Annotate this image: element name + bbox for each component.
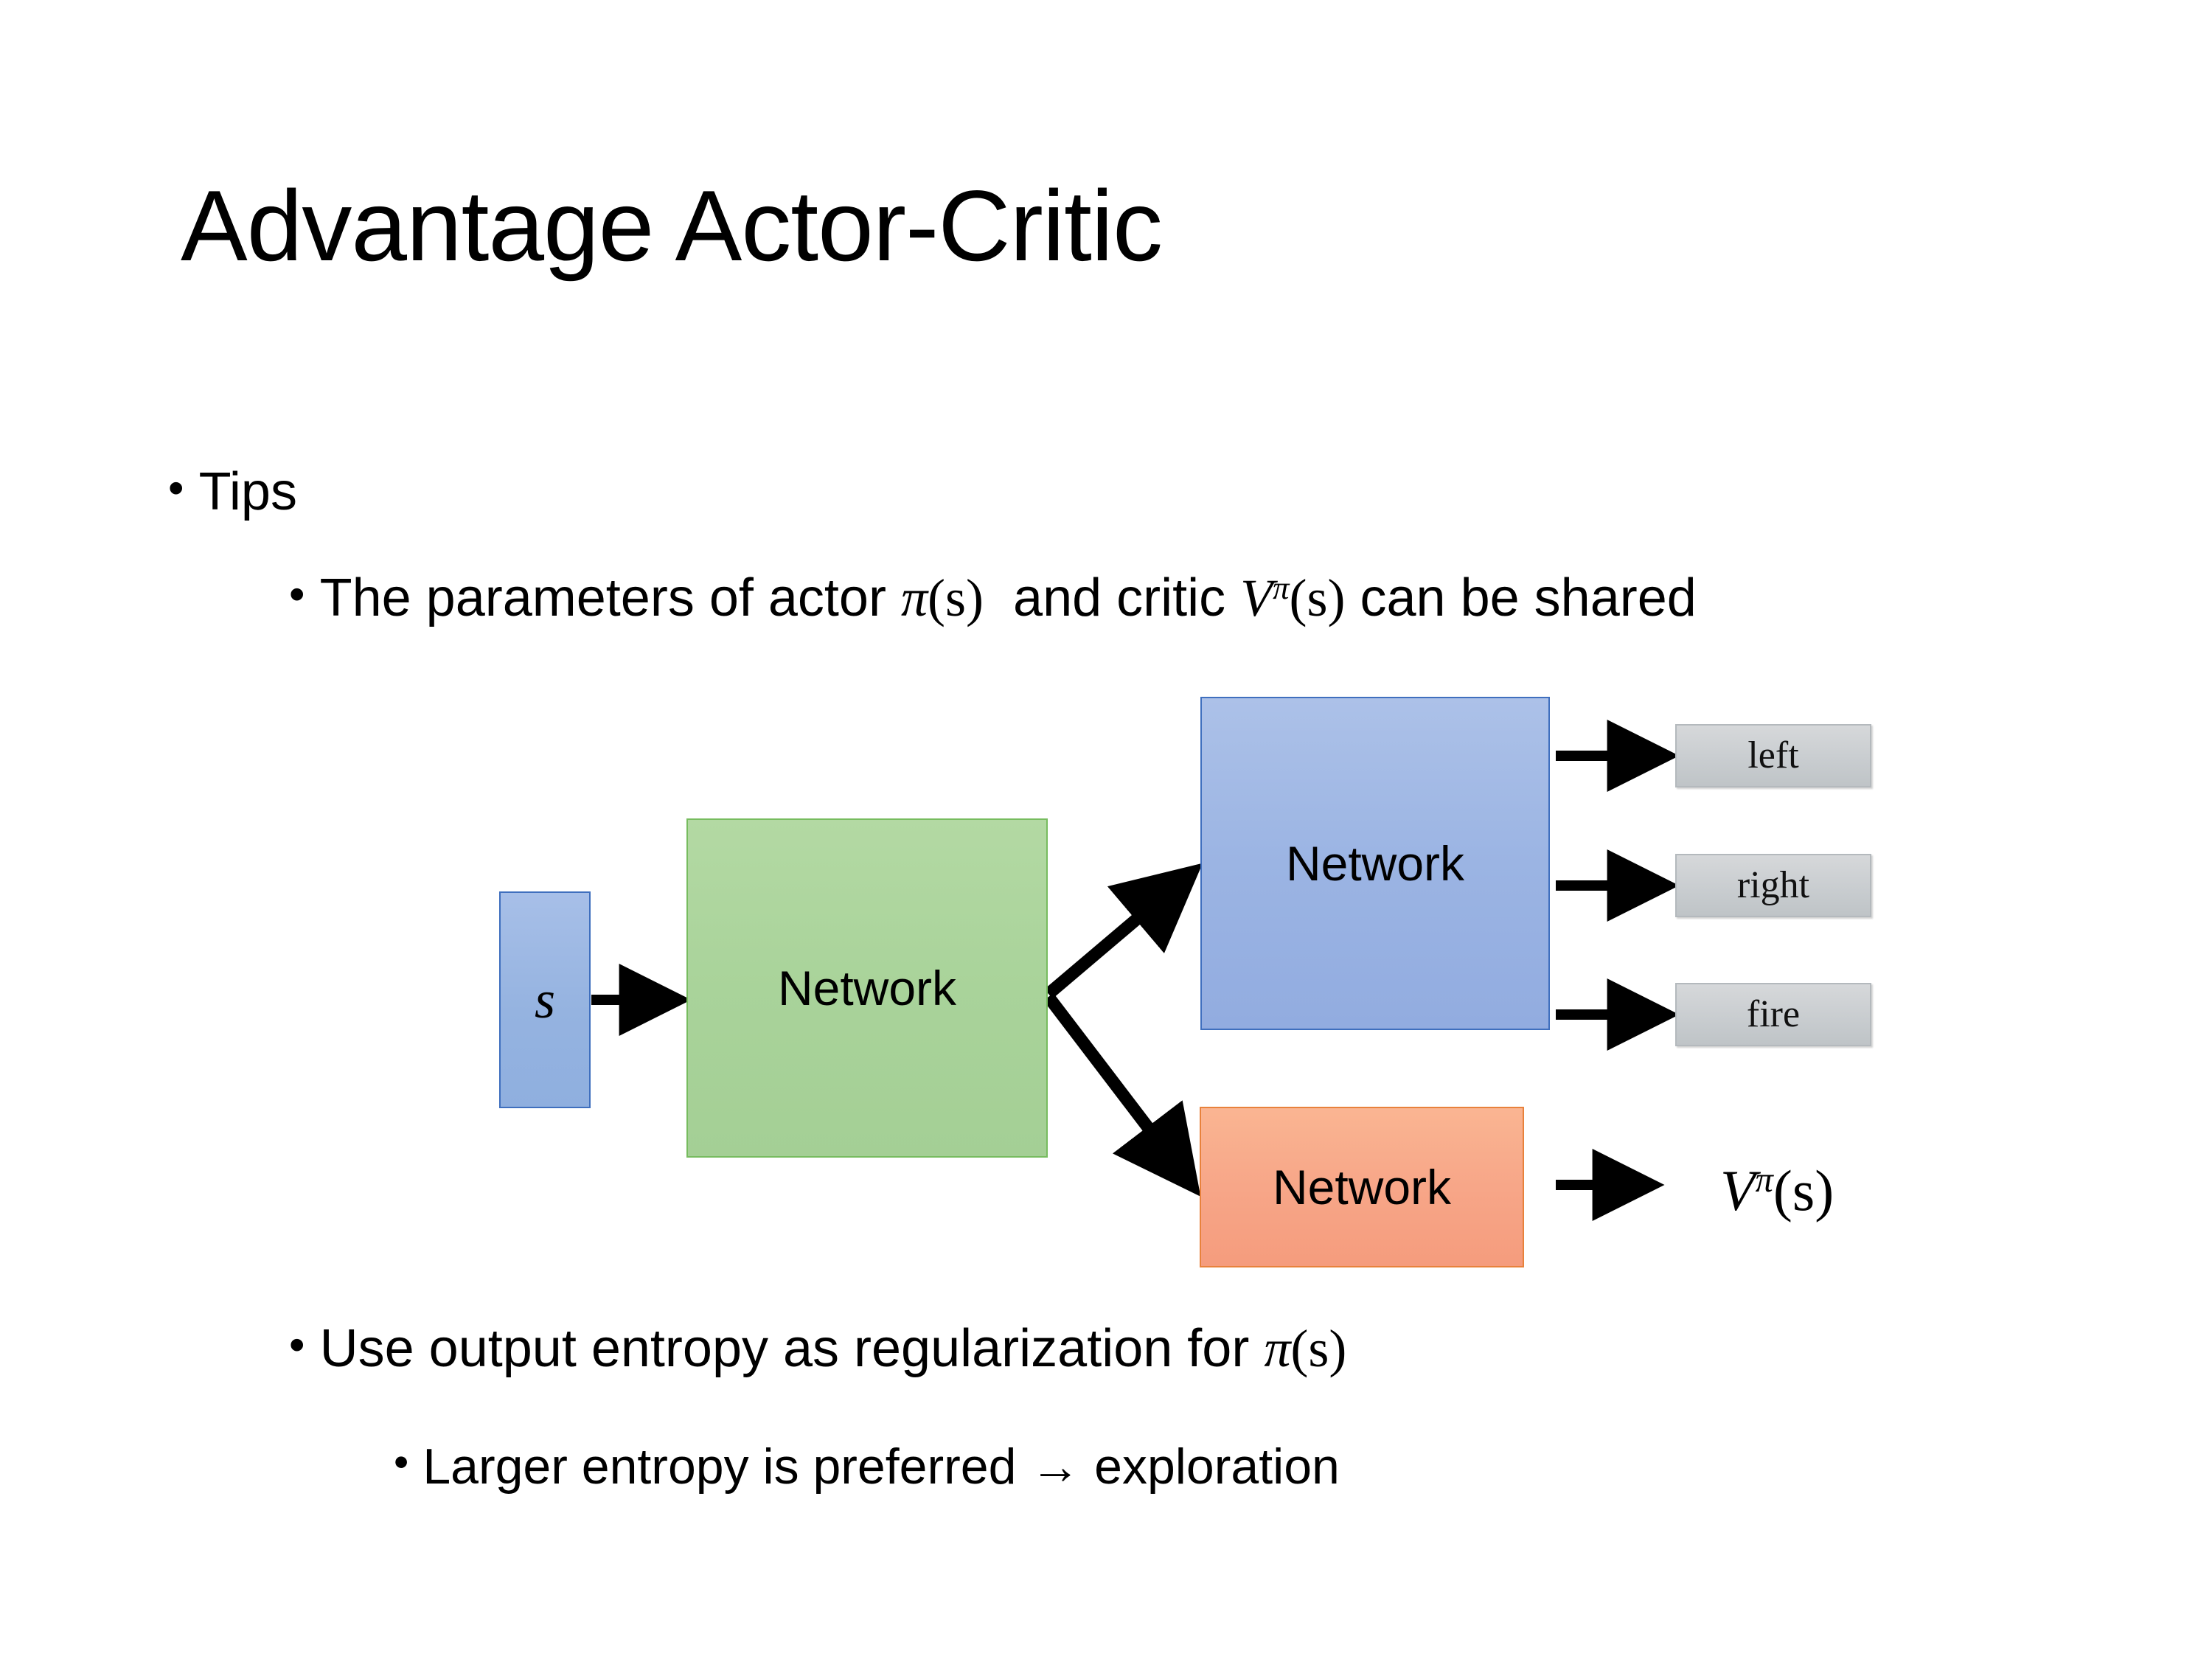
critic-value-symbol: Vπ(s) [1240, 568, 1345, 627]
bullet-tips-label: Tips [198, 462, 297, 521]
actor-network-box[interactable]: Network [1200, 697, 1550, 1030]
page-title: Advantage Actor-Critic [181, 170, 1163, 282]
bullet-entropy-regularization: • Use output entropy as regularization f… [289, 1319, 2059, 1378]
shared-network-box[interactable]: Network [686, 818, 1048, 1158]
critic-network-label: Network [1272, 1160, 1452, 1214]
bullet-shared-parameters-label: The parameters of actor π(s) and critic … [319, 568, 2059, 627]
v-superscript-pi: π [1273, 568, 1290, 606]
state-input-label: s [534, 970, 556, 1029]
v-argument: (s) [1289, 568, 1346, 627]
value-argument: (s) [1773, 1158, 1834, 1222]
v-symbol: V [1240, 568, 1273, 627]
critic-network-box[interactable]: Network [1200, 1107, 1524, 1267]
bullet-tips: • Tips [168, 462, 297, 521]
bullet-marker-icon: • [289, 568, 305, 619]
bullet-larger-entropy-label: Larger entropy is preferred → exploratio… [422, 1439, 1340, 1495]
params-text-post: can be shared [1345, 568, 1697, 627]
action-output-left[interactable]: left [1675, 724, 1871, 787]
entropy-policy-symbol: π(s) [1264, 1319, 1346, 1378]
action-output-right[interactable]: right [1675, 854, 1871, 917]
params-text-pre: The parameters of actor [319, 568, 901, 627]
value-v-symbol: V [1720, 1158, 1756, 1222]
action-output-right-label: right [1736, 864, 1810, 906]
shared-network-label: Network [777, 961, 957, 1015]
entropy-text-pre: Use output entropy as regularization for [319, 1319, 1265, 1378]
actor-policy-symbol: π(s) [901, 568, 984, 627]
action-output-left-label: left [1747, 734, 1799, 776]
arrow-shared-to-actor-network [1044, 863, 1203, 999]
value-superscript-pi: π [1755, 1160, 1773, 1200]
action-output-fire[interactable]: fire [1675, 983, 1871, 1046]
pi-symbol: π [900, 568, 928, 627]
action-output-fire-label: fire [1746, 993, 1801, 1035]
bullet-marker-icon: • [168, 462, 184, 513]
pi-argument: (s) [928, 568, 984, 627]
bullet-entropy-regularization-label: Use output entropy as regularization for… [319, 1319, 2059, 1378]
bullet-shared-parameters: • The parameters of actor π(s) and criti… [289, 568, 2059, 627]
pi-symbol: π [1264, 1319, 1291, 1378]
state-input-box[interactable]: s [499, 891, 591, 1108]
bullet-marker-icon: • [289, 1319, 305, 1370]
arrow-shared-to-critic-network [1043, 992, 1201, 1197]
critic-value-output-label: Vπ(s) [1720, 1158, 1834, 1224]
bullet-larger-entropy: • Larger entropy is preferred → explorat… [394, 1439, 2090, 1495]
params-text-mid: and critic [984, 568, 1241, 627]
actor-network-label: Network [1285, 836, 1465, 891]
bullet-marker-icon: • [394, 1439, 409, 1486]
pi-argument: (s) [1290, 1319, 1347, 1378]
